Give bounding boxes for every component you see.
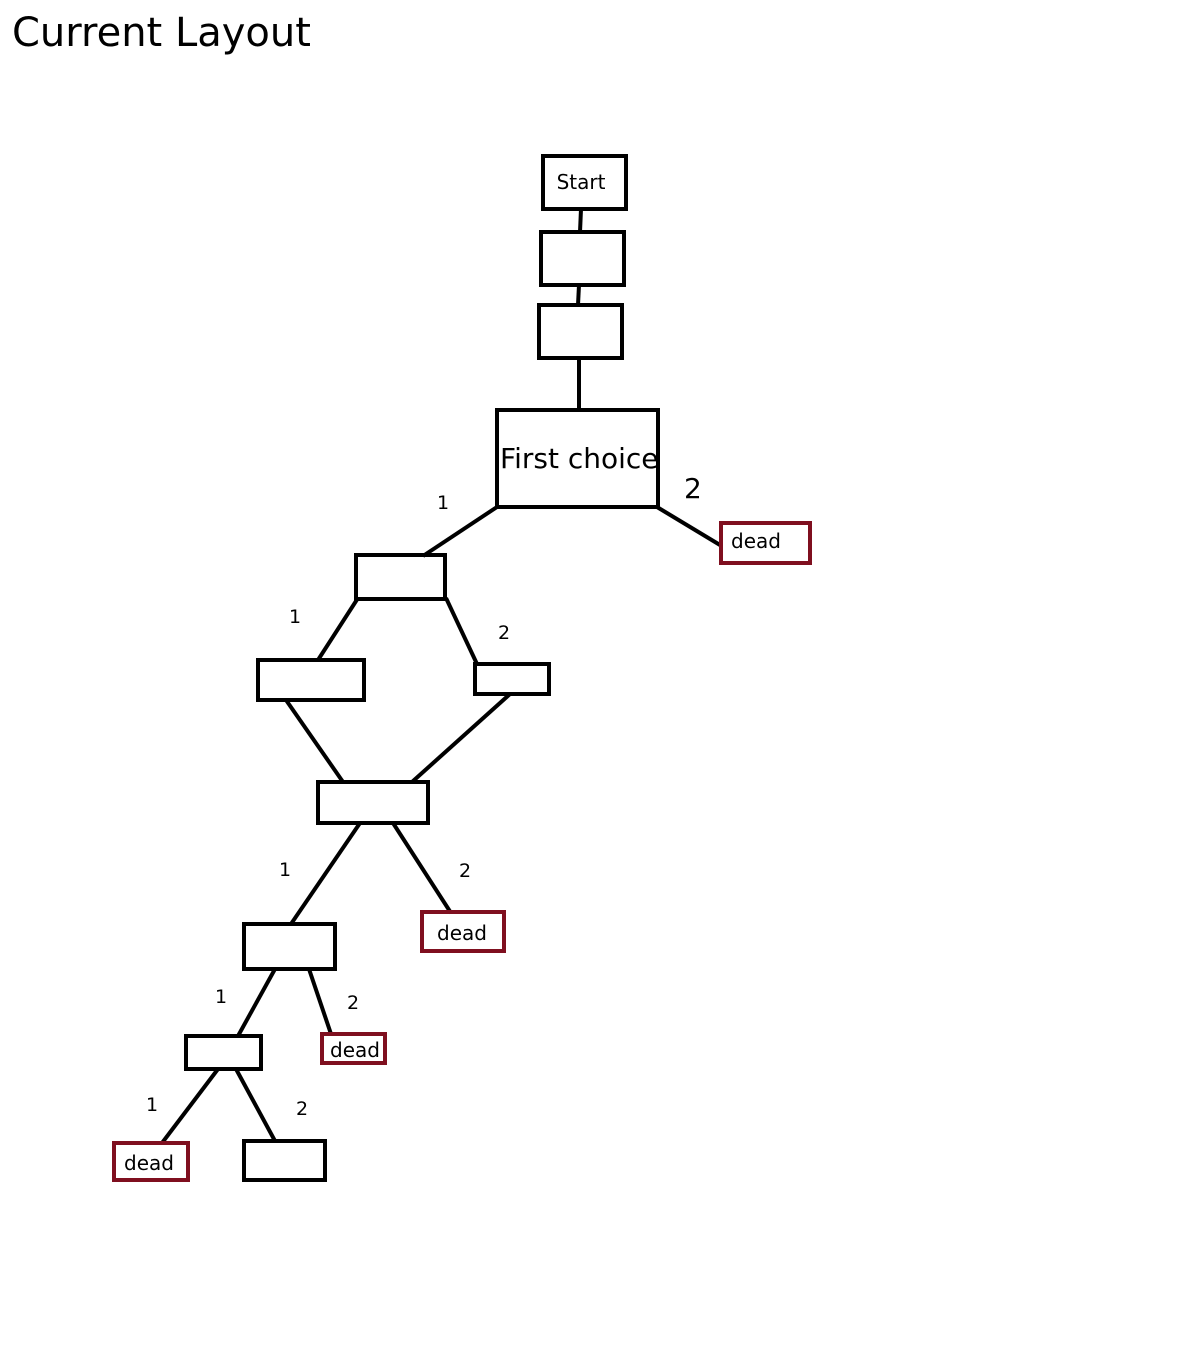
edge-label-b-1: 1 [289,606,301,628]
dead-node-2 [420,910,506,953]
branch-node-bl [256,658,366,702]
branch-node-e [242,1139,327,1182]
connector-merge-c [289,821,362,926]
branch-node-b [354,553,447,601]
edge-label-c-1: 1 [215,986,227,1008]
edge-label-fc-2: 2 [684,472,702,505]
merge-node [316,780,430,825]
edge-labels: 1 2 1 2 1 2 1 2 1 2 [146,472,702,1120]
edge-label-m-2: 2 [459,860,471,882]
edge-label-c-2: 2 [347,992,359,1014]
edge-label-d-2: 2 [296,1098,308,1120]
branch-node-br [473,662,551,696]
dead-node-2-label: dead [437,921,487,945]
connector-b-br [444,597,479,665]
connector-d-dead4 [160,1067,220,1145]
dead-node-1-label: dead [731,529,781,553]
dead-node-3-label: dead [330,1038,380,1062]
step-node-2 [537,303,624,360]
start-node-label: Start [557,170,606,194]
dead-node-4 [112,1141,190,1182]
first-choice-label: First choice [500,442,659,475]
connectors [160,208,722,1145]
connector-firstchoice-b [421,505,499,558]
connector-firstchoice-dead1 [655,505,722,547]
connector-start-n1 [578,208,583,233]
edge-label-d-1: 1 [146,1094,158,1116]
edge-label-m-1: 1 [279,859,291,881]
edge-label-b-2: 2 [498,622,510,644]
edge-label-fc-1: 1 [437,492,449,514]
page-title: Current Layout [12,10,311,56]
dead-node-3 [320,1032,387,1065]
connector-bl-merge [284,698,345,784]
branch-node-d [184,1034,263,1071]
dead-node-4-label: dead [124,1151,174,1175]
connector-br-merge [410,692,512,784]
step-node-1 [539,230,626,287]
nodes: Start First choice dead dead dead dead [112,154,812,1182]
dead-node-1 [719,521,812,565]
start-node [541,154,628,211]
connector-d-e [234,1068,277,1142]
connector-c-d [236,968,277,1037]
connector-c-dead3 [307,968,333,1035]
connector-merge-dead2 [391,821,453,915]
branch-node-c [242,922,337,971]
first-choice-node [495,408,660,509]
connector-n1-n2 [576,284,581,306]
connector-b-bl [316,596,360,662]
